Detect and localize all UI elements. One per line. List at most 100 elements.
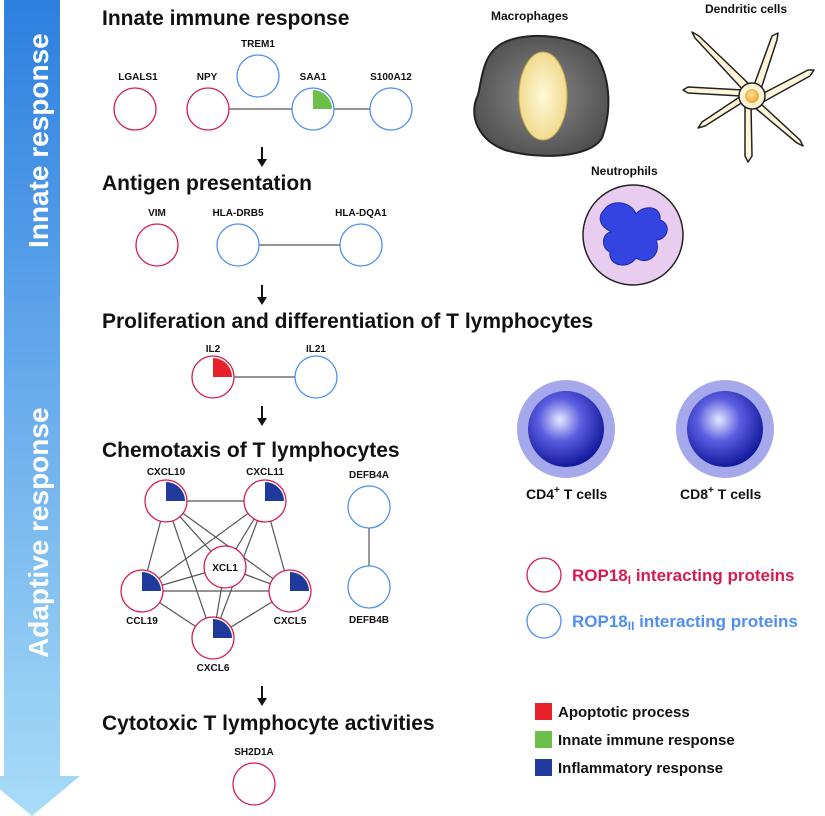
legend-inflammatory-label: Inflammatory response <box>558 760 723 777</box>
legend-apoptotic-label: Apoptotic process <box>558 704 690 721</box>
cd8-t-cells-label: CD8+ T cells <box>680 485 762 502</box>
node-circle-lgals1 <box>113 87 157 131</box>
down-arrow-1 <box>257 147 267 167</box>
node-cxcl11: CXCL11 <box>243 467 287 523</box>
section-title-innate-immune: Innate immune response <box>102 7 349 30</box>
node-label-defb4a: DEFB4A <box>349 470 389 481</box>
legend-inflammatory-swatch <box>535 759 552 776</box>
node-cxcl6: CXCL6 <box>191 616 235 674</box>
node-ccl19: CCL19 <box>120 569 164 627</box>
node-circle-trem1 <box>236 54 280 98</box>
node-defb4b: DEFB4B <box>347 565 391 626</box>
legend-rop18-ii-rest: interacting proteins <box>634 612 797 631</box>
node-label-xcl1: XCL1 <box>212 563 238 574</box>
legend-rop18-i-rest: interacting proteins <box>631 566 794 585</box>
legend-rop18-i-main: ROP18 <box>572 566 628 585</box>
node-circle-il21 <box>294 355 338 399</box>
cd8-label-rest: T cells <box>714 486 762 502</box>
node-label-trem1: TREM1 <box>241 39 275 50</box>
cd8-nucleus <box>687 391 763 467</box>
dendritic-cell-illustration: Dendritic cells <box>682 2 815 163</box>
node-circle-s100a12 <box>369 87 413 131</box>
timeline-arrow-shape <box>0 0 80 816</box>
legend-rop18-ii-sub: II <box>628 619 635 633</box>
node-npy: NPY <box>186 72 230 131</box>
legend-rop18-i-sub: I <box>628 573 631 587</box>
node-il2: IL2 <box>191 344 235 399</box>
node-hla-drb5: HLA-DRB5 <box>212 208 264 267</box>
section-title-cytotoxic: Cytotoxic T lymphocyte activities <box>102 712 435 735</box>
down-arrow-4 <box>257 686 267 706</box>
neutrophils-label: Neutrophils <box>591 164 658 178</box>
legend-innate-swatch <box>535 731 552 748</box>
node-label-cxcl5: CXCL5 <box>274 616 307 627</box>
cd8-label-sup: + <box>708 485 714 496</box>
node-circle-sh2d1a <box>232 762 276 806</box>
node-circle-xcl1 <box>203 545 247 589</box>
macrophage-illustration: Macrophages <box>473 9 610 157</box>
section-title-chemotaxis: Chemotaxis of T lymphocytes <box>102 439 400 462</box>
legend-apoptotic-swatch <box>535 703 552 720</box>
node-circle-vim <box>135 223 179 267</box>
legend-functions: Apoptotic process Innate immune response… <box>535 703 735 777</box>
node-saa1: SAA1 <box>291 72 335 131</box>
node-circle-hla-dqa1 <box>339 223 383 267</box>
node-label-sh2d1a: SH2D1A <box>234 747 273 758</box>
legend-rop18-ii-swatch <box>526 603 562 639</box>
node-label-saa1: SAA1 <box>300 72 327 83</box>
node-circle-defb4a <box>347 485 391 529</box>
legend-rop18-i-swatch <box>526 557 562 593</box>
down-arrow-2 <box>257 285 267 305</box>
section-title-antigen-presentation: Antigen presentation <box>102 172 312 195</box>
cd4-t-cells-label: CD4+ T cells <box>526 485 608 502</box>
node-label-defb4b: DEFB4B <box>349 615 389 626</box>
cd4-nucleus <box>528 391 604 467</box>
legend-rop18-ii-label: ROP18II interacting proteins <box>572 612 798 633</box>
node-s100a12: S100A12 <box>369 72 413 131</box>
node-label-ccl19: CCL19 <box>126 616 158 627</box>
cd4-t-cell-illustration: CD4+ T cells <box>517 380 615 502</box>
node-defb4a: DEFB4A <box>347 470 391 529</box>
dendritic-cells-label: Dendritic cells <box>705 2 787 16</box>
macrophages-label: Macrophages <box>491 9 569 23</box>
legend-protein-types: ROP18I interacting proteins ROP18II inte… <box>526 557 798 639</box>
macrophage-nucleus <box>518 51 568 141</box>
down-arrow-3 <box>257 406 267 426</box>
node-wedge-il2 <box>213 358 232 377</box>
node-hla-dqa1: HLA-DQA1 <box>335 208 387 267</box>
node-circle-npy <box>186 87 230 131</box>
node-wedge-cxcl10 <box>166 482 185 501</box>
node-cxcl10: CXCL10 <box>144 467 188 523</box>
neutrophil-illustration: Neutrophils <box>582 164 684 286</box>
node-label-cxcl11: CXCL11 <box>246 467 284 478</box>
edge-cxcl10-cxcl6 <box>165 500 214 639</box>
node-wedge-ccl19 <box>142 572 161 591</box>
node-label-s100a12: S100A12 <box>370 72 412 83</box>
response-timeline-arrow: Innate response Adaptive response <box>0 0 80 816</box>
node-circle-hla-drb5 <box>216 223 260 267</box>
node-label-hla-dqa1: HLA-DQA1 <box>335 208 387 219</box>
neutrophil-nucleus <box>599 202 668 266</box>
legend-rop18-i-label: ROP18I interacting proteins <box>572 566 795 587</box>
node-wedge-cxcl6 <box>213 619 232 638</box>
node-lgals1: LGALS1 <box>113 72 158 131</box>
cd8-label-main: CD8 <box>680 486 708 502</box>
node-il21: IL21 <box>294 344 338 399</box>
node-vim: VIM <box>135 208 179 267</box>
node-xcl1: XCL1 <box>203 545 247 589</box>
cd4-label-sup: + <box>554 485 560 496</box>
cd4-label-rest: T cells <box>560 486 608 502</box>
node-label-cxcl10: CXCL10 <box>147 467 186 478</box>
side-label-adaptive: Adaptive response <box>23 407 54 658</box>
node-label-cxcl6: CXCL6 <box>197 663 230 674</box>
node-label-hla-drb5: HLA-DRB5 <box>212 208 264 219</box>
node-cxcl5: CXCL5 <box>268 569 312 627</box>
node-wedge-cxcl5 <box>290 572 309 591</box>
node-trem1: TREM1 <box>236 39 280 98</box>
node-wedge-cxcl11 <box>265 482 284 501</box>
cd8-t-cell-illustration: CD8+ T cells <box>676 380 774 502</box>
side-label-innate: Innate response <box>23 33 54 248</box>
legend-rop18-ii-main: ROP18 <box>572 612 628 631</box>
